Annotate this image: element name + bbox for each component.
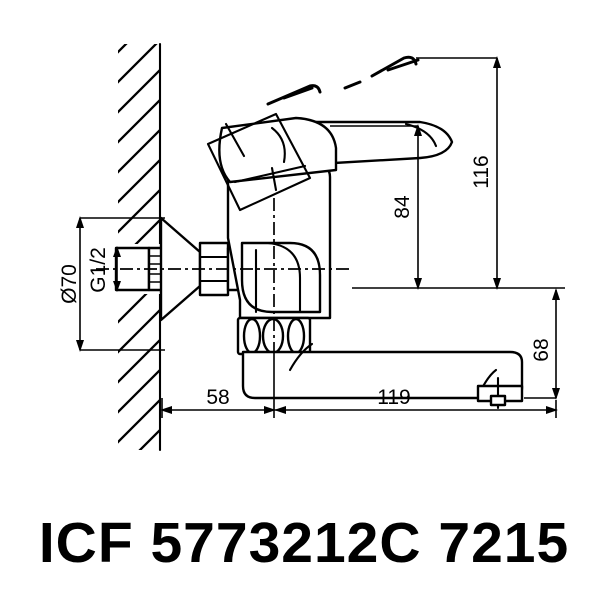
spout-swivel-curve <box>288 342 314 372</box>
dimension-label-diameter70: Ø70 <box>58 264 81 304</box>
knurl-center <box>261 317 285 355</box>
dimension-horizontal-group: 58 119 <box>160 352 558 418</box>
dimension-label-58: 58 <box>206 386 229 409</box>
dimension-label-119: 119 <box>377 386 410 409</box>
handle-hub <box>218 116 338 184</box>
dimension-height-116: 116 <box>416 56 501 290</box>
dimension-thread-g12: G1/2 <box>87 246 121 293</box>
dimension-drop-68: 68 <box>524 288 560 400</box>
dimension-label-g12: G1/2 <box>87 247 110 293</box>
lever-raised-ghost <box>266 55 420 106</box>
handle-tilt-rib-a <box>224 122 246 158</box>
mixer-body <box>226 163 332 320</box>
handle-tilt-outline <box>206 112 312 212</box>
knurl-right <box>286 317 306 355</box>
spout <box>241 342 524 410</box>
page-title: ICF 5773212C 7215 <box>39 511 569 575</box>
knurl-left <box>242 317 262 355</box>
handle-tilt-rib-c <box>270 166 278 192</box>
body-shoulder <box>240 241 322 314</box>
handle-cap-curve <box>404 122 438 148</box>
aerator-tip <box>489 394 507 407</box>
lever-handle <box>206 112 454 212</box>
dimension-label-84: 84 <box>391 195 414 219</box>
handle-tilt-rib-b <box>270 126 286 164</box>
dimension-label-68: 68 <box>530 338 553 361</box>
dimension-height-84: 84 <box>330 124 422 290</box>
handle-tilt-edge <box>233 164 307 184</box>
dimension-diameter-70: Ø70 <box>58 216 165 352</box>
dimension-label-116: 116 <box>470 155 493 188</box>
center-lines <box>96 198 352 352</box>
body-inner-contour <box>266 241 302 314</box>
